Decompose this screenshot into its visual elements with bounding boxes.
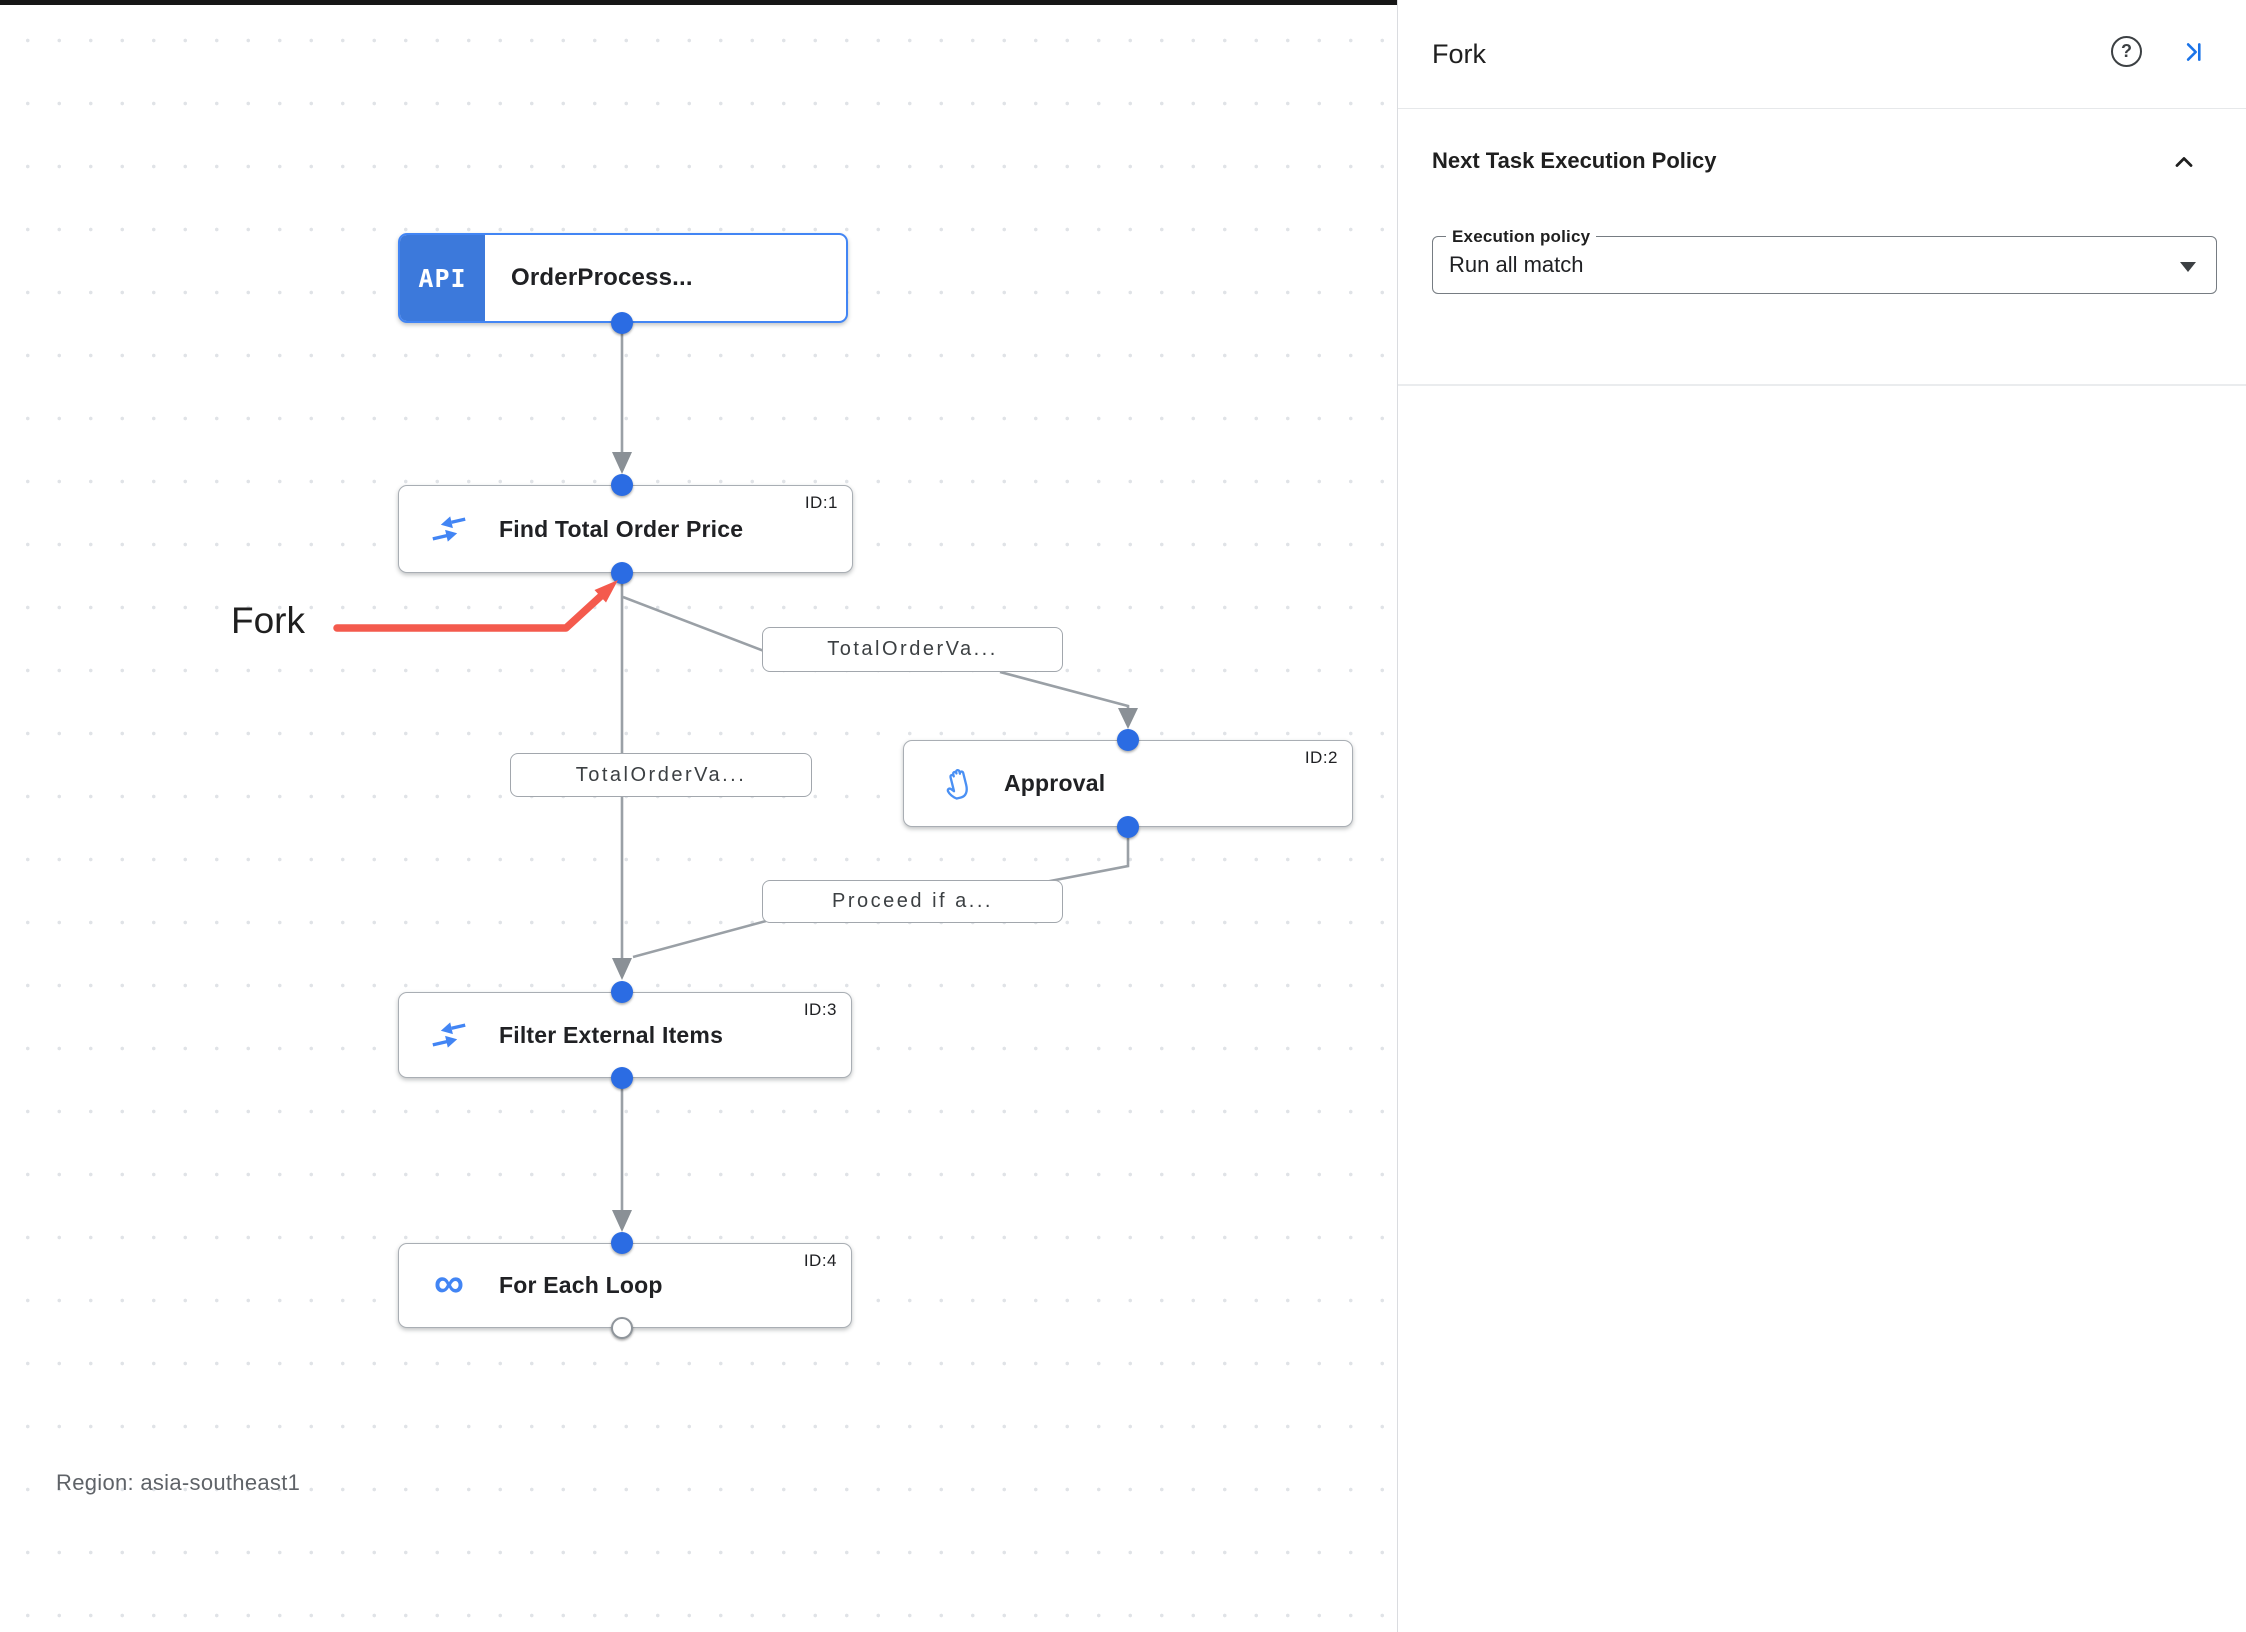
config-panel: Fork ? Next Task Execution Policy Execut… [1397, 0, 2246, 1632]
connection-point[interactable] [611, 312, 633, 334]
node-title: Filter External Items [499, 1021, 724, 1048]
edge-find-to-label [622, 595, 765, 653]
fork-annotation-label: Fork [231, 600, 305, 641]
panel-title: Fork [1432, 38, 1486, 69]
chevron-up-icon[interactable] [2170, 148, 2198, 176]
connection-point-add[interactable] [611, 1317, 633, 1339]
collapse-panel-icon[interactable] [2180, 39, 2206, 65]
node-id-badge: ID:1 [804, 493, 838, 512]
fork-annotation-arrow [333, 580, 618, 632]
workflow-canvas[interactable]: TotalOrderVa... TotalOrderVa... Proceed … [0, 0, 1397, 1632]
node-id-badge: ID:4 [803, 1251, 837, 1270]
arrowhead-icon [612, 1210, 632, 1232]
arrowhead-icon [612, 452, 632, 474]
api-trigger-icon: API [400, 235, 485, 321]
node-id-badge: ID:3 [803, 1000, 837, 1019]
connection-point[interactable] [1117, 816, 1139, 838]
section-next-task-execution-policy[interactable]: Next Task Execution Policy [1398, 140, 2246, 190]
help-icon[interactable]: ? [2111, 36, 2142, 67]
edge-label-totalordervalue-right[interactable]: TotalOrderVa... [762, 627, 1063, 672]
node-filter-external-items[interactable]: ID:3 Filter External Items [398, 992, 852, 1078]
connection-point[interactable] [611, 1067, 633, 1089]
edge-label-proceed-if-approved[interactable]: Proceed if a... [762, 880, 1063, 923]
node-title: For Each Loop [499, 1272, 663, 1298]
node-find-total-order-price[interactable]: ID:1 Find Total Order Price [398, 485, 853, 573]
arrowhead-icon [612, 958, 632, 980]
node-orderprocess-trigger[interactable]: API OrderProcess... [398, 233, 848, 323]
connection-point[interactable] [611, 981, 633, 1003]
data-mapping-icon [426, 509, 472, 549]
connection-point-fork[interactable] [611, 562, 633, 584]
top-edge-bar [0, 0, 1397, 5]
execution-policy-select[interactable]: Execution policy Run all match [1432, 227, 2217, 294]
connection-point[interactable] [1117, 729, 1139, 751]
arrowhead-icon [1118, 708, 1138, 729]
edge-label-to-filter [632, 919, 767, 959]
section-title: Next Task Execution Policy [1432, 148, 1717, 173]
panel-header: Fork ? [1398, 0, 2246, 109]
node-approval[interactable]: ID:2 Approval [903, 740, 1353, 827]
node-title: OrderProcess... [511, 264, 693, 291]
hand-approval-icon [937, 764, 983, 804]
connection-point[interactable] [611, 1232, 633, 1254]
loop-icon: ∞ [434, 1258, 464, 1306]
dropdown-arrow-icon [2180, 262, 2196, 272]
edge-approval-to-label [1044, 838, 1130, 884]
node-title: Approval [1004, 770, 1106, 796]
section-divider [1398, 384, 2246, 386]
region-label: Region: asia-southeast1 [56, 1470, 301, 1495]
data-mapping-icon [426, 1015, 472, 1055]
edge-label-totalordervalue-left[interactable]: TotalOrderVa... [510, 753, 812, 797]
node-id-badge: ID:2 [1304, 748, 1338, 767]
connection-point[interactable] [611, 474, 633, 496]
edge-label-to-approval [999, 670, 1130, 708]
node-title: Find Total Order Price [499, 515, 744, 542]
execution-policy-value: Run all match [1449, 252, 1584, 277]
execution-policy-label: Execution policy [1446, 227, 1597, 247]
